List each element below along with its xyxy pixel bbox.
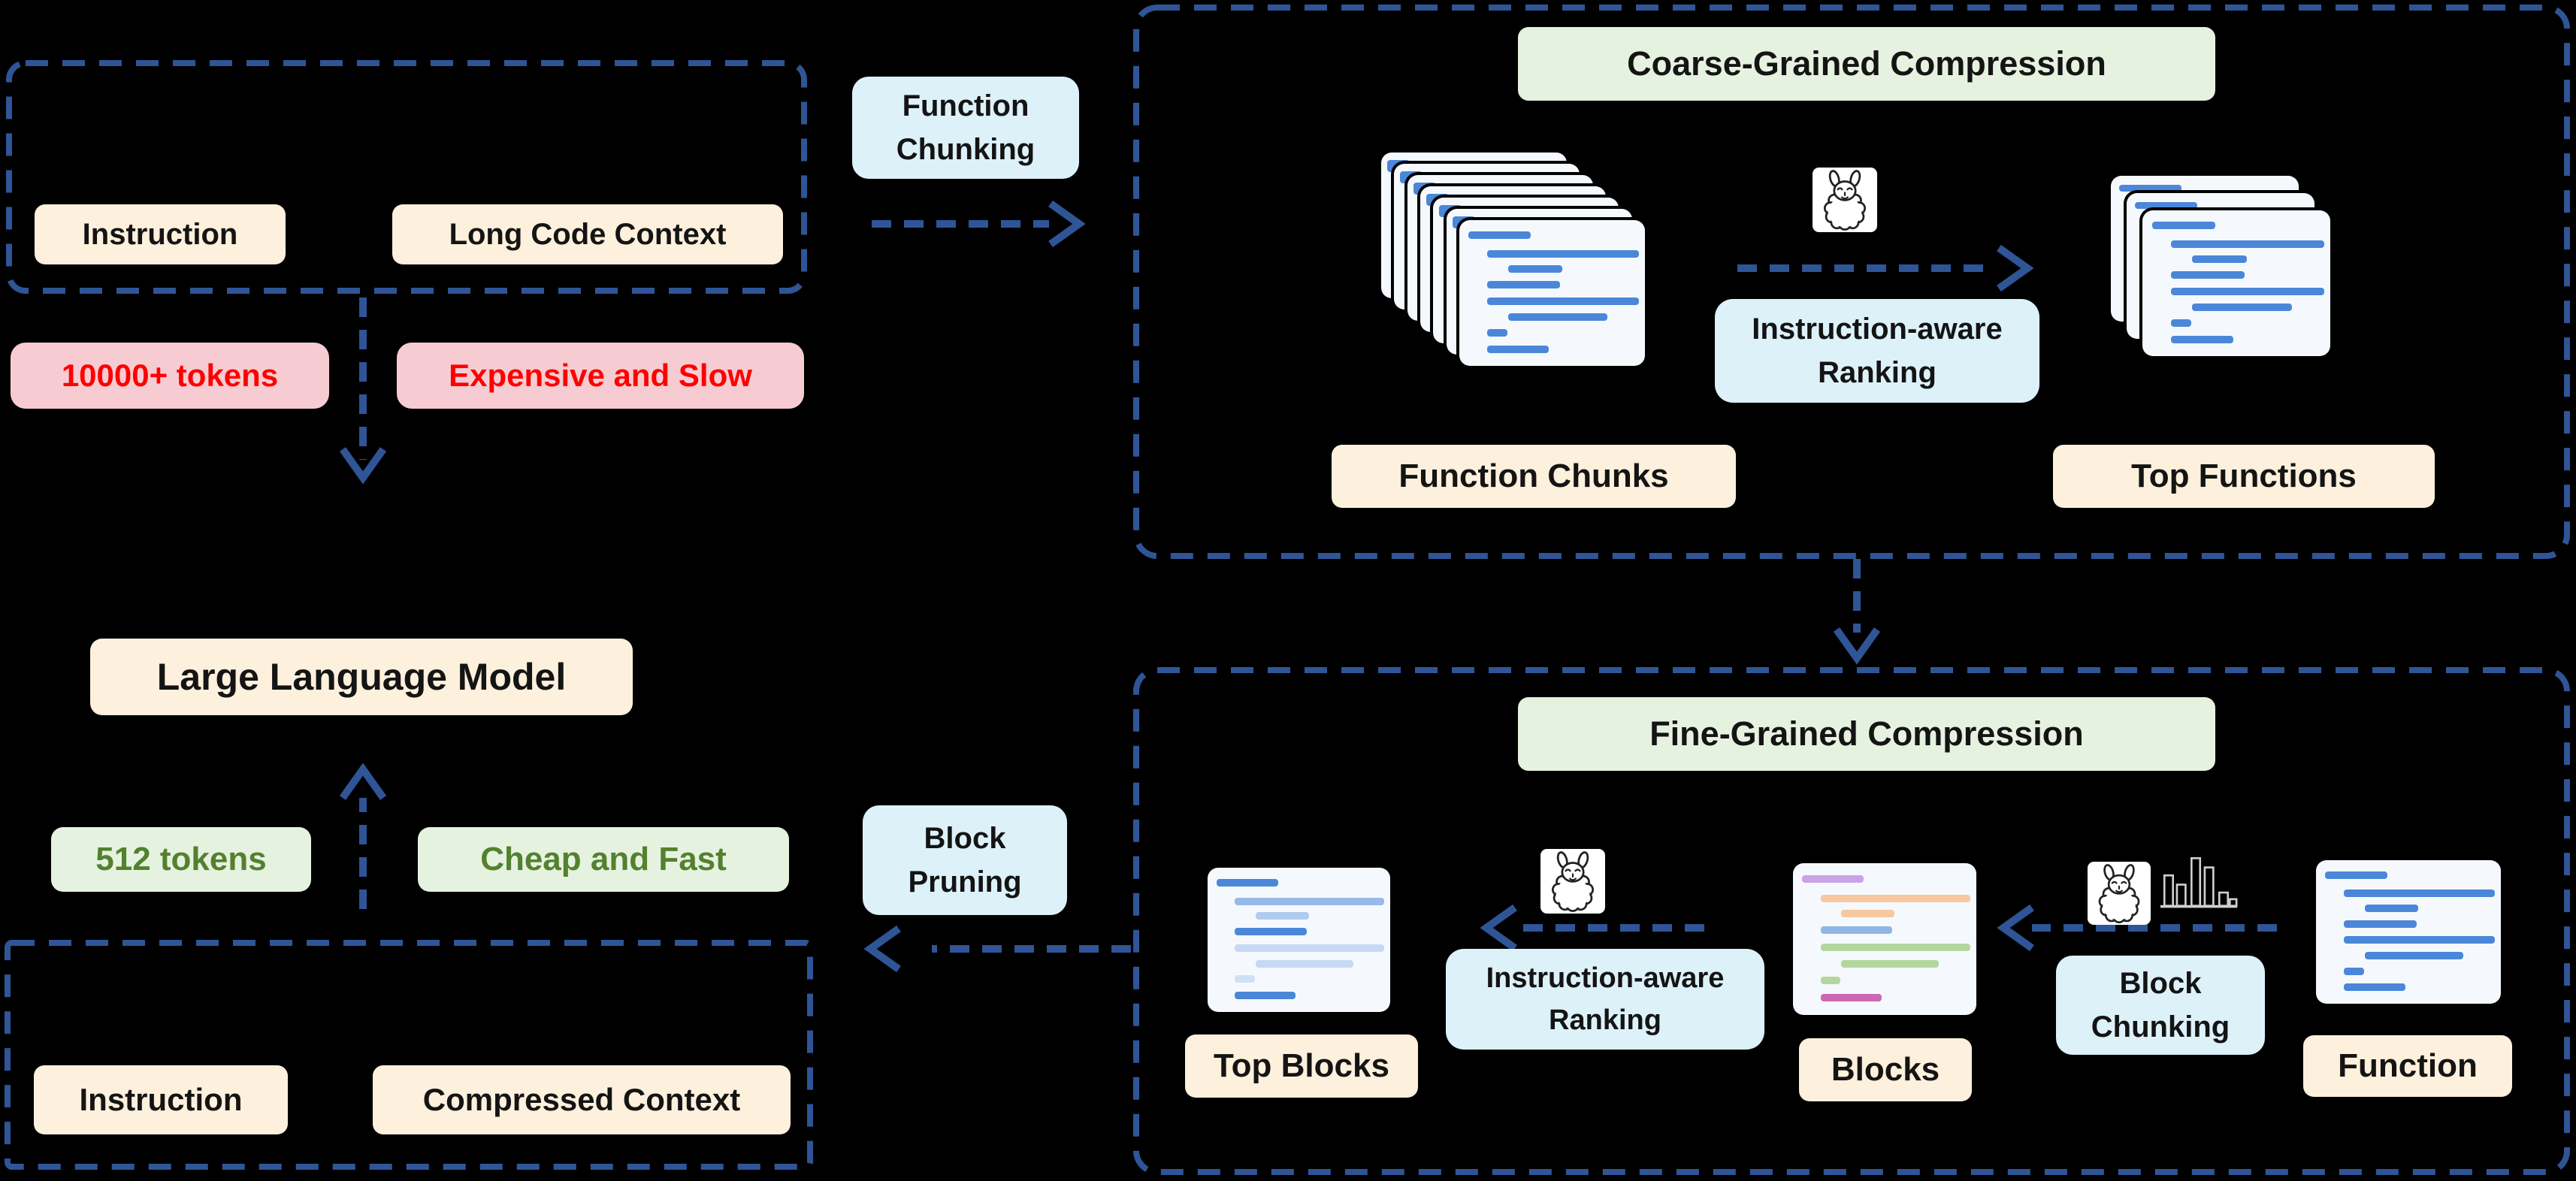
llm-label: Large Language Model xyxy=(90,639,633,715)
blocks-card xyxy=(1793,863,1976,1015)
arrow-block-chunking-head xyxy=(1997,904,2034,952)
code-line xyxy=(1486,281,1560,289)
arrows xyxy=(339,200,2277,973)
instruction-label-input: Instruction xyxy=(35,204,286,264)
arrow-fine-to-output-head xyxy=(863,925,901,973)
arrow-fine-ranking-head xyxy=(1480,904,1517,952)
code-line xyxy=(1820,976,1841,984)
code-line xyxy=(1841,910,1895,918)
code-line xyxy=(1841,960,1940,968)
block-pruning-label: Block Pruning xyxy=(863,805,1067,915)
code-line xyxy=(1235,944,1385,952)
function-label: Function xyxy=(2303,1035,2512,1097)
cost-badge: Expensive and Slow xyxy=(397,343,804,409)
llama-icon xyxy=(1813,167,1877,233)
code-line xyxy=(1235,897,1385,905)
arrow-coarse-ranking-head xyxy=(1997,244,2034,292)
code-line xyxy=(1486,328,1507,337)
blocks-label: Blocks xyxy=(1799,1038,1972,1101)
code-line xyxy=(1235,992,1296,1000)
function-chunks-card xyxy=(1459,220,1645,366)
llm-benefit-badge: Cheap and Fast xyxy=(418,827,789,892)
code-line xyxy=(1507,264,1562,273)
code-line xyxy=(2170,271,2245,279)
arrow-coarse-to-fine-head xyxy=(1833,627,1881,665)
function-chunks-label: Function Chunks xyxy=(1332,445,1736,508)
code-line xyxy=(2170,319,2191,327)
code-line xyxy=(2119,185,2181,192)
top-blocks-label: Top Blocks xyxy=(1185,1035,1418,1098)
code-line xyxy=(2343,983,2405,992)
code-line xyxy=(1486,346,1549,354)
code-line xyxy=(1235,928,1307,936)
code-line xyxy=(2170,336,2233,344)
code-line xyxy=(2170,288,2324,295)
compressed-context-label: Compressed Context xyxy=(373,1065,791,1134)
code-line xyxy=(2343,920,2417,928)
code-line xyxy=(2343,890,2496,898)
code-line xyxy=(2170,240,2324,248)
code-line xyxy=(1820,993,1882,1001)
token-count-badge: 10000+ tokens xyxy=(11,343,329,409)
input-dashed-box xyxy=(6,60,807,294)
code-line xyxy=(2343,936,2496,944)
code-line xyxy=(1820,944,1971,952)
code-line xyxy=(2151,221,2215,229)
code-line xyxy=(2135,202,2197,209)
function-card xyxy=(2316,860,2501,1004)
code-line xyxy=(1486,298,1639,305)
code-line xyxy=(1802,874,1864,883)
output-dashed-box xyxy=(5,940,813,1170)
function-chunking-label: Function Chunking xyxy=(852,77,1079,179)
llama-icon xyxy=(2087,862,2151,925)
code-line xyxy=(1507,313,1607,321)
code-line xyxy=(1255,912,1309,920)
fine-ranking-label: Instruction-aware Ranking xyxy=(1446,949,1764,1050)
code-line xyxy=(1255,959,1353,968)
top-functions-card xyxy=(2142,210,2330,356)
code-line xyxy=(2191,303,2293,311)
code-line xyxy=(2191,255,2247,263)
code-line xyxy=(1217,878,1278,887)
top-blocks-card xyxy=(1208,868,1390,1012)
coarse-title: Coarse-Grained Compression xyxy=(1518,27,2215,101)
code-line xyxy=(1486,249,1639,258)
llama-icon xyxy=(1540,849,1605,914)
code-line xyxy=(1820,894,1971,902)
code-line xyxy=(2364,952,2464,960)
arrow-function-chunking-head xyxy=(1048,200,1086,248)
code-line xyxy=(1235,975,1255,983)
instruction-label-output: Instruction xyxy=(34,1065,288,1134)
bar-chart-icon xyxy=(2159,849,2239,915)
code-line xyxy=(1820,926,1893,935)
code-line xyxy=(2343,967,2364,975)
arrow-output-to-llm-head xyxy=(339,763,387,800)
long-code-context-label: Long Code Context xyxy=(392,204,783,264)
code-line xyxy=(2325,871,2387,879)
coarse-dashed-box xyxy=(1133,5,2570,559)
block-chunking-label: Block Chunking xyxy=(2056,956,2265,1055)
fine-title: Fine-Grained Compression xyxy=(1518,697,2215,771)
top-functions-label: Top Functions xyxy=(2053,445,2435,508)
code-line xyxy=(1468,231,1531,239)
arrow-input-down-head xyxy=(339,447,387,485)
llm-token-count-badge: 512 tokens xyxy=(51,827,311,892)
code-line xyxy=(2364,905,2419,913)
coarse-ranking-label: Instruction-aware Ranking xyxy=(1715,299,2039,403)
